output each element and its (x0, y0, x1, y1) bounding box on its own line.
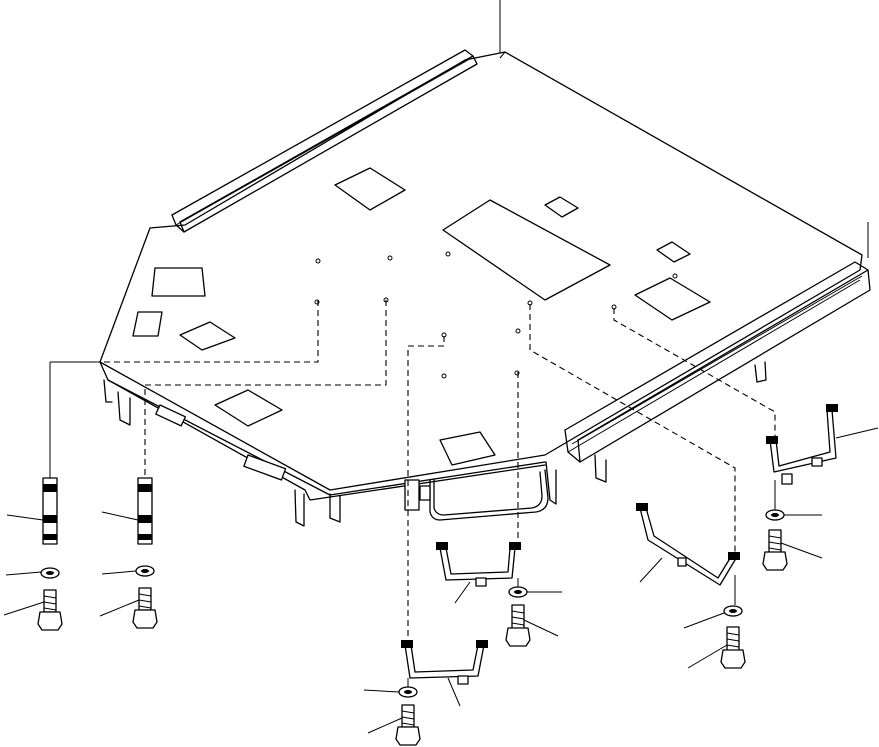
bolt-3 (505, 604, 559, 647)
opening-8 (214, 389, 283, 427)
leader-line (639, 557, 663, 583)
u-bracket-right-upper (766, 404, 879, 485)
bolt-5 (687, 626, 746, 669)
washer-6 (765, 509, 822, 521)
opening-2 (544, 196, 579, 218)
bolt-6 (762, 529, 823, 571)
opening-1 (334, 167, 406, 211)
mounting-holes (314, 251, 678, 379)
washer-3 (508, 586, 562, 598)
right-rail (564, 261, 871, 463)
washer-1 (5, 567, 60, 579)
left-rail (171, 49, 478, 233)
u-bracket-center (436, 542, 521, 604)
opening-3 (656, 241, 691, 263)
leader-line (101, 511, 139, 521)
washer-4 (363, 686, 418, 698)
leader-line (454, 581, 471, 604)
assembly-lines (49, 300, 776, 690)
bolts (3, 529, 823, 746)
spacer-tube-1 (6, 477, 58, 545)
floor-plate-surface (99, 51, 863, 491)
floor-plate-edge-lip (107, 379, 546, 501)
leader-line (6, 514, 44, 521)
opening-9 (439, 431, 496, 466)
u-bracket-lower (401, 640, 488, 707)
leader-line (447, 677, 461, 707)
opening-center (442, 199, 611, 301)
washer-5 (683, 605, 743, 629)
washers (5, 509, 822, 698)
grab-handle (404, 469, 549, 521)
u-bracket-right-lower (636, 503, 740, 586)
floor-plate-front-edge (99, 361, 546, 496)
bolt-1 (3, 589, 63, 631)
opening-5 (151, 267, 206, 297)
washer-2 (101, 565, 155, 577)
opening-4 (634, 277, 711, 321)
leader-line (835, 427, 879, 439)
floor-plate-corner (499, 51, 506, 59)
handle-latch (404, 479, 420, 511)
opening-7 (179, 321, 236, 351)
spacer-tube-2 (101, 477, 153, 545)
opening-6 (132, 311, 163, 337)
bolt-2 (99, 587, 158, 629)
bolt-4 (367, 704, 421, 746)
underside-tabs (103, 361, 767, 527)
floor-plate (99, 49, 871, 527)
